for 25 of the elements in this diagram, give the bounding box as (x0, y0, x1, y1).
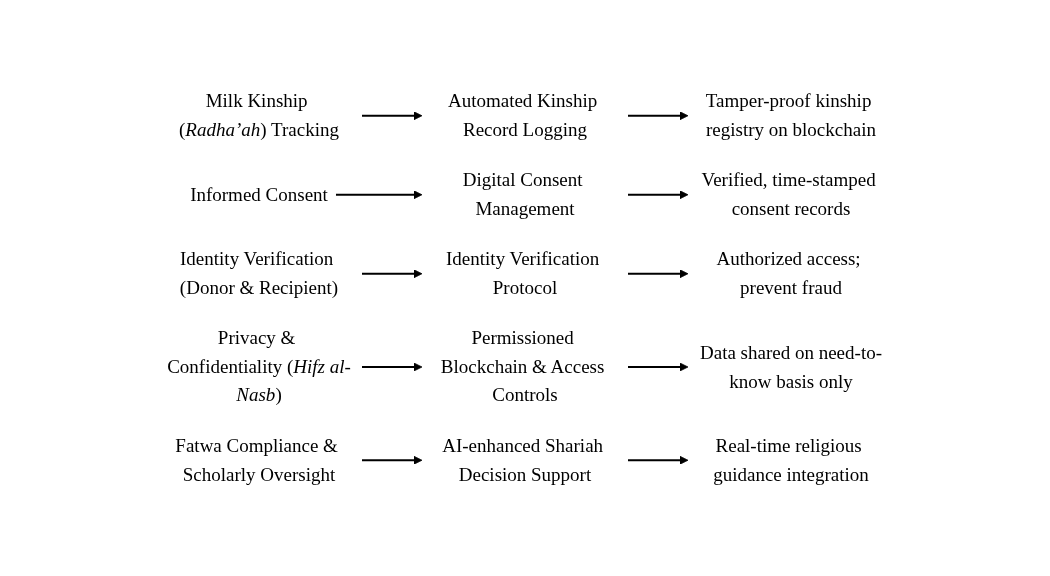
node-text: Milk Kinship (Radha’ah) Tracking (179, 90, 339, 140)
node-text: Tamper-proof kinship registry on blockchain (705, 90, 876, 140)
node-text: Automated Kinship Record Logging (447, 90, 598, 140)
node-text: Data shared on need-to-know basis only (699, 341, 882, 391)
arrow (361, 269, 423, 279)
node-text: Verified, time-stamped consent records (701, 169, 876, 219)
node-text: Authorized access; prevent fraud (716, 248, 861, 298)
arrow (361, 111, 423, 121)
node-text: Fatwa Compliance & Scholarly Oversight (175, 434, 338, 485)
node-text: Identity Verification (Donor & Recipient) (179, 248, 339, 298)
node-text: Digital Consent Management (462, 169, 583, 219)
arrow (334, 190, 423, 200)
arrow (627, 362, 689, 372)
arrow (361, 455, 423, 465)
node-text: Real-time religious guidance integration (713, 434, 869, 485)
arrow (627, 269, 689, 279)
node-text: Informed Consent (190, 183, 328, 205)
arrow (361, 362, 423, 372)
node-text: Identity Verification Protocol (446, 248, 600, 298)
arrow (627, 190, 689, 200)
node-text: AI-enhanced Shariah Decision Support (442, 434, 604, 485)
node-text: Permissioned Blockchain & Access Controls (440, 327, 605, 406)
arrow (627, 111, 689, 121)
node-text: Privacy & Confidentiality (Hifz al-Nasb) (167, 327, 351, 406)
arrow (627, 455, 689, 465)
